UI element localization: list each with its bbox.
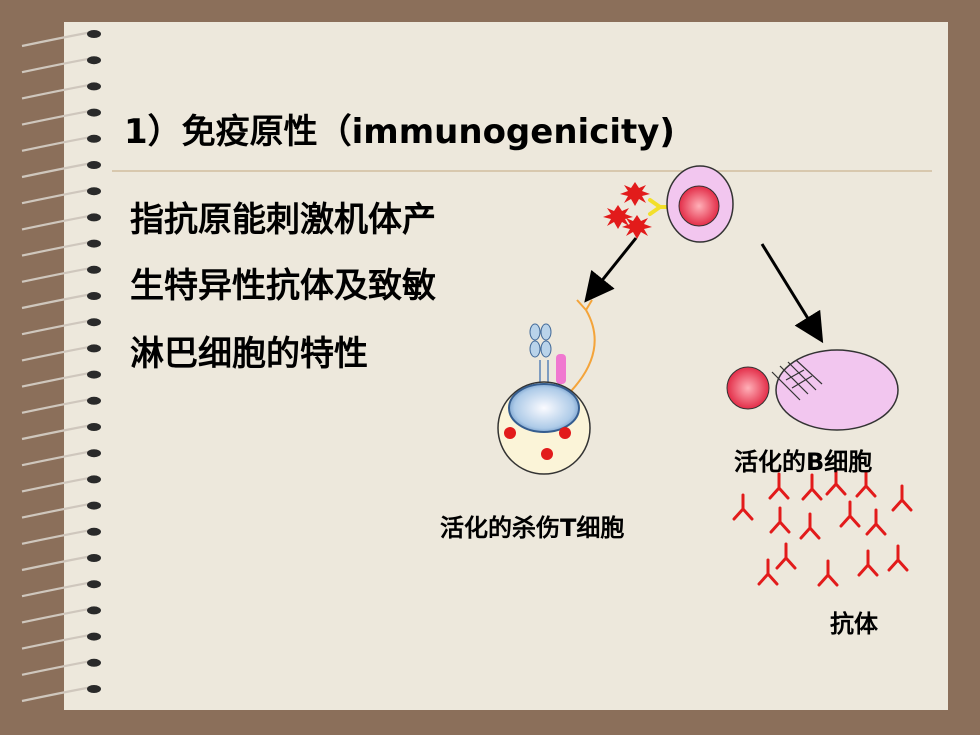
binding-ring bbox=[21, 30, 101, 48]
binding-ring bbox=[21, 396, 101, 414]
antibody-icon bbox=[769, 506, 791, 534]
slide-title: 1）免疫原性（immunogenicity) bbox=[124, 112, 675, 152]
antibody-icon bbox=[839, 500, 861, 528]
antibody-icon bbox=[855, 470, 877, 498]
binding-ring bbox=[21, 108, 101, 126]
binding-ring bbox=[21, 213, 101, 231]
binding-ring bbox=[21, 187, 101, 205]
b-cell-label: 活化的B细胞 bbox=[734, 448, 873, 476]
activated-b-cell bbox=[726, 349, 899, 431]
arrow-to-t-cell bbox=[584, 237, 638, 303]
antibody-icon bbox=[775, 542, 797, 570]
binding-ring bbox=[21, 161, 101, 179]
antibody-icon bbox=[891, 484, 913, 512]
antibody-icon bbox=[799, 512, 821, 540]
binding-ring bbox=[21, 239, 101, 257]
antibody-icon bbox=[817, 559, 839, 587]
killer-t-cell bbox=[497, 299, 596, 475]
antibody-icon bbox=[801, 473, 823, 501]
body-line-3: 淋巴细胞的特性 bbox=[130, 334, 368, 374]
binding-ring bbox=[21, 449, 101, 467]
binding-ring bbox=[21, 344, 101, 362]
antibody-icon bbox=[825, 468, 847, 496]
antibody-label: 抗体 bbox=[830, 610, 878, 638]
binding-ring bbox=[21, 265, 101, 283]
binding-ring bbox=[21, 554, 101, 572]
antigen-star-icon bbox=[603, 205, 633, 229]
binding-ring bbox=[21, 134, 101, 152]
antigen-presenting-cell bbox=[666, 165, 734, 243]
binding-ring bbox=[21, 501, 101, 519]
antigen-star-icon bbox=[622, 215, 652, 239]
antibody-cluster bbox=[732, 468, 913, 587]
t-cell-label: 活化的杀伤T细胞 bbox=[440, 514, 625, 542]
body-line-2: 生特异性抗体及致敏 bbox=[130, 266, 436, 306]
arrow-to-b-cell bbox=[760, 243, 824, 344]
binding-ring bbox=[21, 423, 101, 441]
binding-ring bbox=[21, 292, 101, 310]
binding-ring bbox=[21, 580, 101, 598]
body-line-1: 指抗原能刺激机体产 bbox=[130, 200, 436, 240]
title-divider bbox=[112, 170, 932, 172]
antibody-icon bbox=[732, 493, 754, 521]
antibody-icon bbox=[768, 472, 790, 500]
antibody-icon bbox=[887, 544, 909, 572]
antibody-icon bbox=[857, 549, 879, 577]
binding-ring bbox=[21, 658, 101, 676]
antigen-star-icon bbox=[620, 182, 650, 206]
binding-ring bbox=[21, 632, 101, 650]
binding-ring bbox=[21, 527, 101, 545]
binding-ring bbox=[21, 370, 101, 388]
antibody-icon bbox=[865, 508, 887, 536]
binding-ring bbox=[21, 606, 101, 624]
binding-ring bbox=[21, 318, 101, 336]
binding-ring bbox=[21, 475, 101, 493]
spiral-binding-icon bbox=[21, 30, 101, 703]
binding-ring bbox=[21, 685, 101, 703]
binding-ring bbox=[21, 56, 101, 74]
binding-ring bbox=[21, 82, 101, 100]
antibody-icon bbox=[757, 558, 779, 586]
